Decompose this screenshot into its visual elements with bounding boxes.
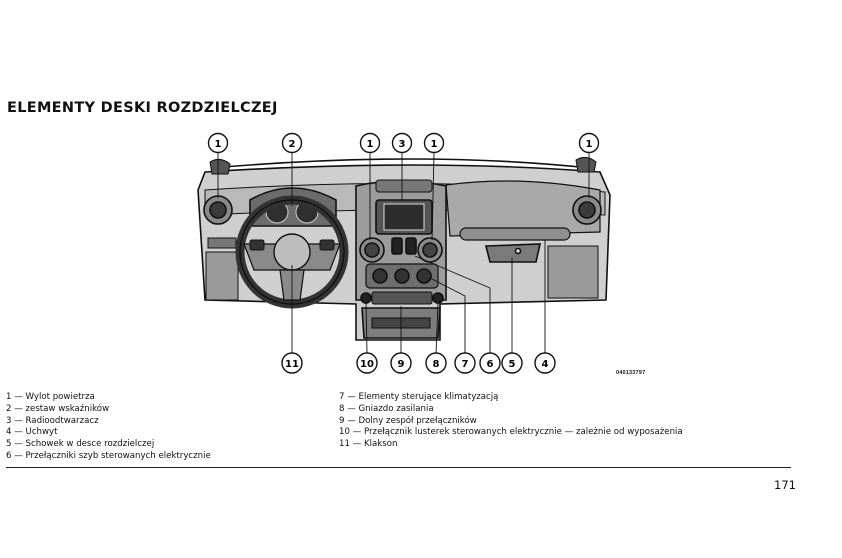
svg-text:3: 3 (399, 139, 406, 150)
callout-top-1-center-left: 1 (359, 132, 381, 154)
callout-bottom-10: 10 (356, 352, 378, 374)
callout-top-1-right: 1 (578, 132, 600, 154)
callout-bottom-5: 5 (501, 352, 523, 374)
legend-item: 2 — zestaw wskaźników (6, 403, 110, 414)
callout-bottom-9: 9 (390, 352, 412, 374)
legend-item: 5 — Schowek w desce rozdzielczej (6, 439, 155, 450)
svg-text:8: 8 (433, 359, 440, 370)
legend-item: 11 — Klakson (339, 439, 398, 450)
page-number: 171 (774, 478, 796, 492)
legend-item: 8 — Gniazdo zasilania (339, 403, 434, 414)
svg-text:11: 11 (285, 359, 299, 370)
svg-text:4: 4 (542, 359, 549, 370)
leader-lines (217, 152, 590, 355)
callout-bottom-8: 8 (425, 352, 447, 374)
legend-left: 1 — Wylot powietrza 2 — zestaw wskaźnikó… (6, 392, 211, 463)
callout-bottom-6: 6 (479, 352, 501, 374)
svg-text:1: 1 (586, 139, 593, 150)
callout-top-2: 2 (281, 132, 303, 154)
svg-text:9: 9 (398, 359, 405, 370)
legend-item: 7 — Elementy sterujące klimatyzacją (339, 392, 499, 402)
callout-top-1-left: 1 (207, 132, 229, 154)
legend-item: 10 — Przełącznik lusterek sterowanych el… (339, 427, 683, 438)
legend-item: 4 — Uchwyt (6, 427, 58, 438)
legend-right: 7 — Elementy sterujące klimatyzacją 8 — … (339, 392, 683, 451)
legend-item: 9 — Dolny zespół przełączników (339, 415, 477, 426)
svg-text:1: 1 (215, 139, 222, 150)
legend-item: 6 — Przełączniki szyb sterowanych elektr… (6, 450, 211, 461)
callout-top-3: 3 (391, 132, 413, 154)
svg-text:1: 1 (431, 139, 438, 150)
callout-bottom-7: 7 (454, 352, 476, 374)
svg-text:1: 1 (367, 139, 374, 150)
dashboard-illustration (197, 156, 611, 341)
svg-text:2: 2 (289, 139, 296, 150)
callout-top-1-center-right: 1 (423, 132, 445, 154)
legend-item: 3 — Radioodtwarzacz (6, 415, 99, 426)
callout-bottom-11: 11 (281, 352, 303, 374)
footer-divider (6, 467, 791, 468)
figure-code: 040133797 (616, 370, 646, 376)
section-title: ELEMENTY DESKI ROZDZIELCZEJ (7, 100, 278, 116)
svg-text:7: 7 (462, 359, 469, 370)
callout-bottom-4: 4 (534, 352, 556, 374)
svg-text:5: 5 (509, 359, 516, 370)
svg-text:6: 6 (487, 359, 494, 370)
legend-item: 1 — Wylot powietrza (6, 392, 95, 402)
svg-text:10: 10 (360, 359, 374, 370)
